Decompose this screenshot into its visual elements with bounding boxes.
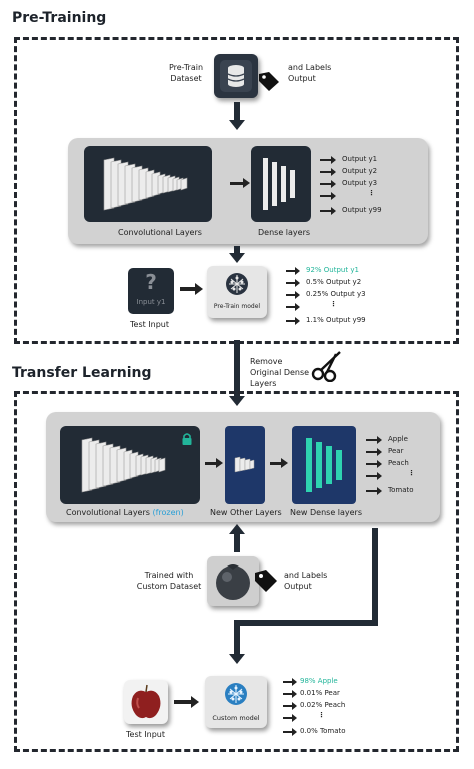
tomato-icon	[207, 556, 259, 606]
prediction-arrow	[286, 267, 300, 275]
arrow-input-model	[180, 287, 196, 291]
conv-layers-text: Convolutional Layers	[66, 508, 150, 517]
tag-icon	[257, 70, 281, 96]
output-arrow	[366, 460, 382, 468]
prediction-arrow	[286, 303, 300, 311]
arrow-conv-dense-tip	[243, 178, 250, 188]
connector-horizontal	[234, 620, 378, 626]
prediction-arrow	[283, 678, 297, 686]
prediction-arrow	[283, 702, 297, 710]
arrow-input-model-tip	[195, 283, 203, 295]
arrow-down	[234, 102, 240, 122]
arrow-down	[234, 246, 240, 254]
arrow-up-tip	[229, 524, 245, 534]
output-arrow	[366, 487, 382, 495]
output-arrow	[320, 192, 336, 200]
output-item: Output y2	[342, 167, 378, 175]
prediction-arrow	[283, 728, 297, 736]
output-item: Peach	[388, 459, 409, 467]
pretraining-title: Pre-Training	[12, 10, 107, 26]
prediction-item: 1.1% Output y99	[306, 316, 366, 324]
new-other-layers-box	[225, 426, 265, 504]
arrow-down-tip	[229, 253, 245, 263]
connector-down	[234, 620, 240, 654]
prediction-arrow	[286, 291, 300, 299]
output-arrow	[320, 207, 336, 215]
scissors-icon	[310, 348, 344, 386]
arrow-conv-dense	[230, 182, 244, 185]
dense-layers-box	[251, 146, 311, 222]
prediction-item: 0.0% Tomato	[300, 727, 346, 735]
prediction-ellipsis: ⋮	[318, 711, 325, 719]
prediction-ellipsis: ⋮	[330, 300, 337, 308]
output-arrow	[366, 436, 382, 444]
arrow-conv-other-tip	[216, 458, 223, 468]
output-item: Output y1	[342, 155, 378, 163]
conv-layers-box	[84, 146, 212, 222]
dense-layers-label: Dense layers	[258, 228, 311, 237]
new-dense-layers-box	[292, 426, 356, 504]
output-arrow	[366, 448, 382, 456]
output-item: Output y3	[342, 179, 378, 187]
tag-icon	[253, 568, 279, 598]
frozen-conv-box	[60, 426, 200, 504]
output-ellipsis: ⋮	[408, 469, 415, 477]
output-arrow	[366, 472, 382, 480]
conv-layers-label: Convolutional Layers	[118, 228, 202, 237]
dataset-label: Pre-Train Dataset	[168, 63, 204, 83]
new-dense-layers-label: New Dense layers	[290, 508, 363, 517]
output-item: Tomato	[388, 486, 414, 494]
prediction-arrow	[283, 714, 297, 722]
remove-dense-text: Remove Original Dense Layers	[250, 357, 310, 388]
prediction-item: 0.02% Peach	[300, 701, 346, 709]
prediction-arrow	[286, 279, 300, 287]
input-icon-text: Input y1	[136, 298, 166, 306]
arrow-up	[234, 534, 240, 552]
arrow-down-tip	[229, 120, 245, 130]
arrow-other-dense-tip	[281, 458, 288, 468]
brain-icon	[222, 680, 250, 712]
pretrain-model-label: Pre-Train model	[213, 303, 261, 310]
transfer-frame	[14, 391, 459, 752]
arrow-apple-model-tip	[191, 696, 199, 708]
prediction-arrow	[283, 690, 297, 698]
arrow-transition-tip	[229, 396, 245, 406]
prediction-top: 92% Output y1	[306, 266, 359, 274]
output-item: Apple	[388, 435, 408, 443]
arrow-other-dense	[270, 462, 282, 465]
frozen-tag: (frozen)	[152, 508, 184, 517]
pretrain-model-box: Pre-Train model	[207, 266, 267, 318]
prediction-top: 98% Apple	[300, 677, 338, 685]
arrow-conv-other	[205, 462, 217, 465]
output-arrow	[320, 168, 336, 176]
prediction-arrow	[286, 317, 300, 325]
custom-model-label: Custom model	[212, 714, 260, 722]
output-arrow	[320, 180, 336, 188]
output-arrow	[320, 156, 336, 164]
brain-icon	[223, 270, 251, 302]
test-input-label: Test Input	[126, 730, 166, 739]
transfer-title: Transfer Learning	[12, 365, 152, 381]
output-item: Output y99	[342, 206, 382, 214]
frozen-conv-label: Convolutional Layers (frozen)	[66, 508, 184, 517]
custom-model-box: Custom model	[205, 676, 267, 728]
database-icon	[214, 54, 258, 98]
question-icon: ?	[128, 268, 174, 314]
labels-output-label: and Labels Output	[288, 63, 332, 83]
prediction-item: 0.25% Output y3	[306, 290, 366, 298]
arrow-apple-model	[174, 700, 192, 704]
lock-icon	[180, 431, 194, 450]
prediction-item: 0.5% Output y2	[306, 278, 362, 286]
apple-icon	[124, 680, 168, 724]
arrow-transition	[234, 340, 240, 396]
output-item: Pear	[388, 447, 404, 455]
connector-down-tip	[229, 654, 245, 664]
output-ellipsis: ⋮	[368, 189, 375, 197]
test-input-label: Test Input	[130, 320, 170, 329]
prediction-item: 0.01% Pear	[300, 689, 340, 697]
trained-with-label: Trained with Custom Dataset	[136, 571, 202, 591]
connector-vertical	[372, 528, 378, 624]
labels-output-label: and Labels Output	[284, 571, 328, 591]
new-other-layers-label: New Other Layers	[210, 508, 282, 517]
